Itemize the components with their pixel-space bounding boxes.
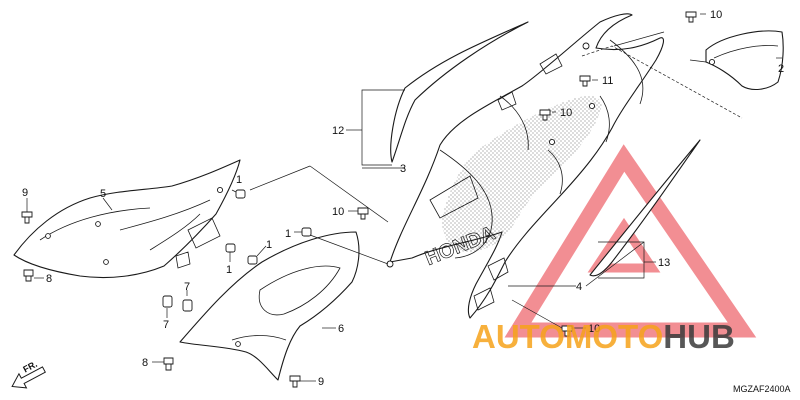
watermark-triangle [504, 144, 757, 338]
callout-10-left: 10 [332, 206, 344, 218]
callout-9-upper-left: 9 [22, 187, 28, 199]
small-parts [21, 11, 697, 388]
callout-2: 2 [778, 63, 784, 75]
callout-11: 11 [602, 75, 613, 87]
watermark-part1: AUTOMOTO [472, 318, 663, 355]
callout-6: 6 [338, 323, 344, 335]
callout-7-b: 7 [184, 281, 190, 293]
callout-3: 3 [400, 163, 406, 175]
callout-9-bottom: 9 [318, 376, 324, 388]
rear-cap-2 [705, 30, 784, 91]
callout-12: 12 [332, 125, 344, 137]
callout-1-b: 1 [226, 264, 232, 276]
callout-8-bottom: 8 [142, 357, 148, 369]
callout-10-mid: 10 [560, 107, 572, 119]
lower-side-cover-6 [179, 231, 360, 381]
callout-10-lower: 10 [588, 323, 600, 335]
callout-1-c: 1 [266, 239, 272, 251]
callout-8-left: 8 [46, 273, 52, 285]
callout-5: 5 [100, 188, 106, 200]
callout-7-a: 7 [163, 319, 169, 331]
stripe-decal-12 [390, 21, 529, 163]
callout-labels: 9 5 8 1 1 1 1 7 7 6 8 9 10 12 3 11 10 10… [22, 9, 784, 388]
watermark-part2: HUB [663, 318, 735, 355]
leader-lines [26, 13, 782, 382]
callout-4: 4 [576, 281, 582, 293]
diagram-code: MGZAF2400A [733, 384, 791, 394]
watermark-text: AUTOMOTOHUB [472, 318, 735, 355]
callout-1-a: 1 [236, 174, 242, 186]
watermark-logo: AUTOMOTOHUB [472, 318, 735, 355]
front-side-cover-5 [13, 159, 241, 279]
callout-13: 13 [658, 257, 670, 269]
callout-10-top: 10 [710, 9, 722, 21]
front-direction-arrow: FR. [11, 359, 46, 389]
callout-1-d: 1 [285, 228, 291, 240]
